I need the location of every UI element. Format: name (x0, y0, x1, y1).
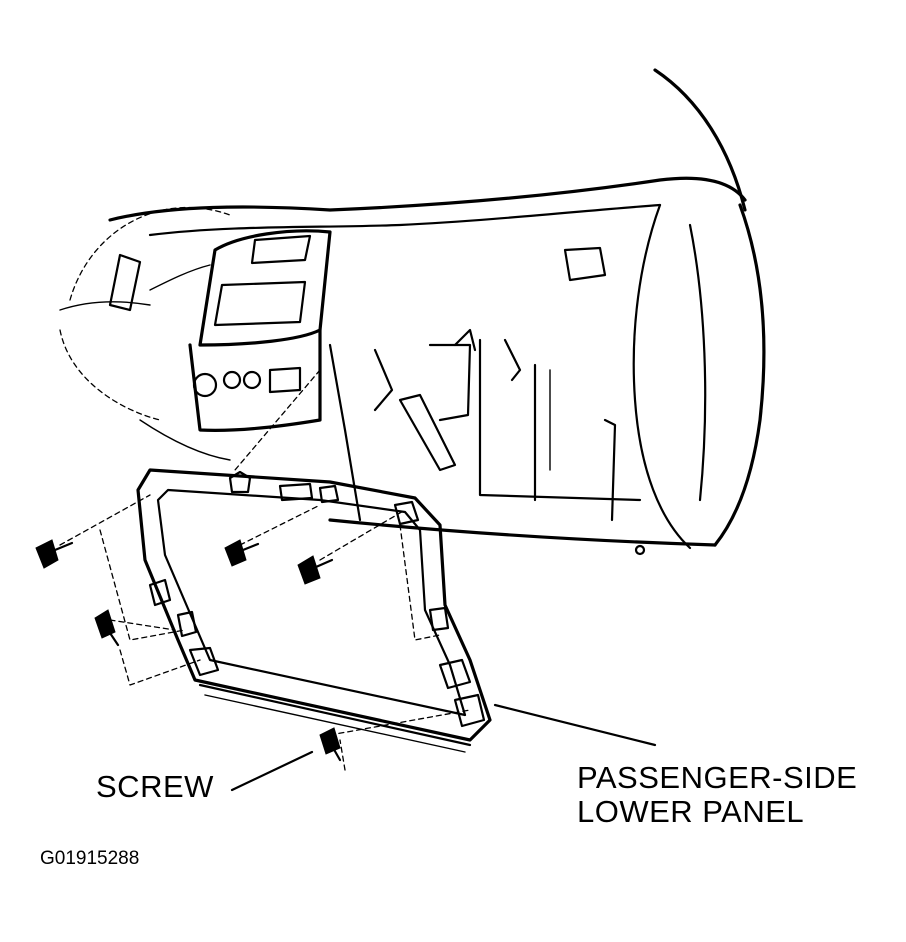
screw-icon (224, 539, 260, 567)
screw-icon (94, 609, 120, 647)
screw-icon (297, 555, 334, 585)
panel-label-line1: PASSENGER-SIDE (577, 760, 858, 795)
screw-label: SCREW (96, 769, 214, 804)
figure-id: G01915288 (40, 848, 140, 869)
screw-leader-line (230, 750, 314, 792)
panel-leader-line (493, 703, 657, 747)
passenger-side-lower-panel (136, 468, 492, 753)
screw-icon (319, 727, 342, 762)
dashboard-outline (59, 68, 766, 556)
screw-alignment-lines (59, 369, 471, 771)
screw-icon (35, 539, 74, 569)
panel-label-line2: LOWER PANEL (577, 794, 805, 829)
